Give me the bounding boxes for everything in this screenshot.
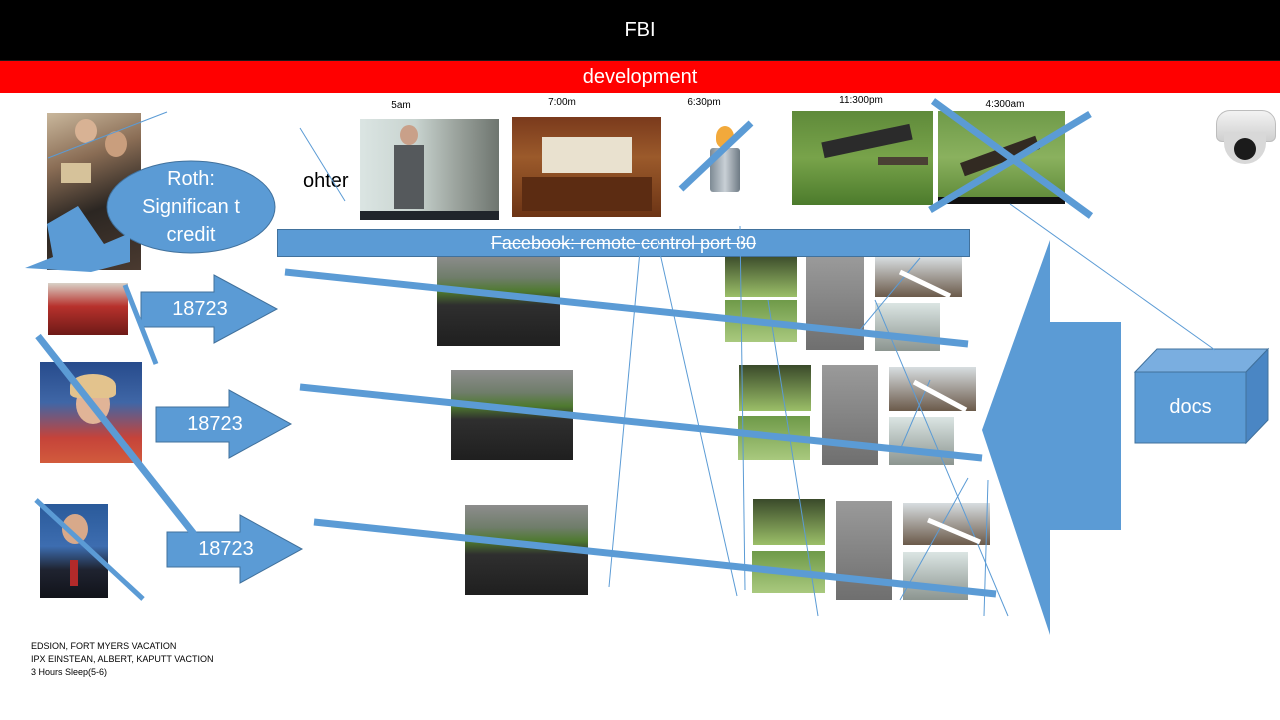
docs-label: docs [1169, 396, 1212, 418]
photo-man-on-bench [792, 111, 933, 205]
note-line: EDSION, FORT MYERS VACATION [31, 641, 177, 651]
number-arrow-2 [155, 389, 293, 459]
time-label-7am: 7:00m [548, 97, 576, 108]
number-arrow-label-3: 18723 [198, 538, 254, 560]
photo-man-portrait [40, 504, 108, 598]
thumbnail [753, 499, 825, 545]
photo-man-with-coffee [360, 119, 499, 220]
number-arrow-1 [140, 274, 279, 344]
photo-red-car [48, 283, 128, 335]
facebook-banner: Facebook: remote control port 80 [277, 229, 970, 257]
thumbnail [875, 257, 962, 297]
number-arrow-label-2: 18723 [187, 413, 243, 435]
subheader-bar: development [0, 61, 1280, 93]
time-label-5am: 5am [391, 100, 411, 111]
thumbnail [739, 365, 811, 411]
security-camera-icon [1214, 106, 1276, 168]
number-arrow-3 [166, 514, 304, 584]
time-label-430am: 4:300am [985, 99, 1025, 110]
note-line: IPX EINSTEAN, ALBERT, KAPUTT VACTION [31, 654, 214, 664]
ohter-label: ohter [303, 170, 349, 192]
number-arrow-label-1: 18723 [172, 298, 228, 320]
roth-bubble-label: Roth: Significan t credit [142, 168, 240, 246]
thumbnail [889, 367, 976, 411]
time-label-1130pm: 11:300pm [839, 95, 883, 106]
time-label-630pm: 6:30pm [687, 97, 721, 108]
subheader-label: development [582, 65, 698, 88]
photo-rolltop-desk [512, 117, 661, 217]
notes-block: EDSION, FORT MYERS VACATION IPX EINSTEAN… [31, 640, 214, 679]
header-title: FBI [624, 18, 656, 41]
thumbnail [725, 255, 797, 297]
header-bar: FBI [0, 0, 1280, 61]
note-line: 3 Hours Sleep(5-6) [31, 667, 108, 677]
